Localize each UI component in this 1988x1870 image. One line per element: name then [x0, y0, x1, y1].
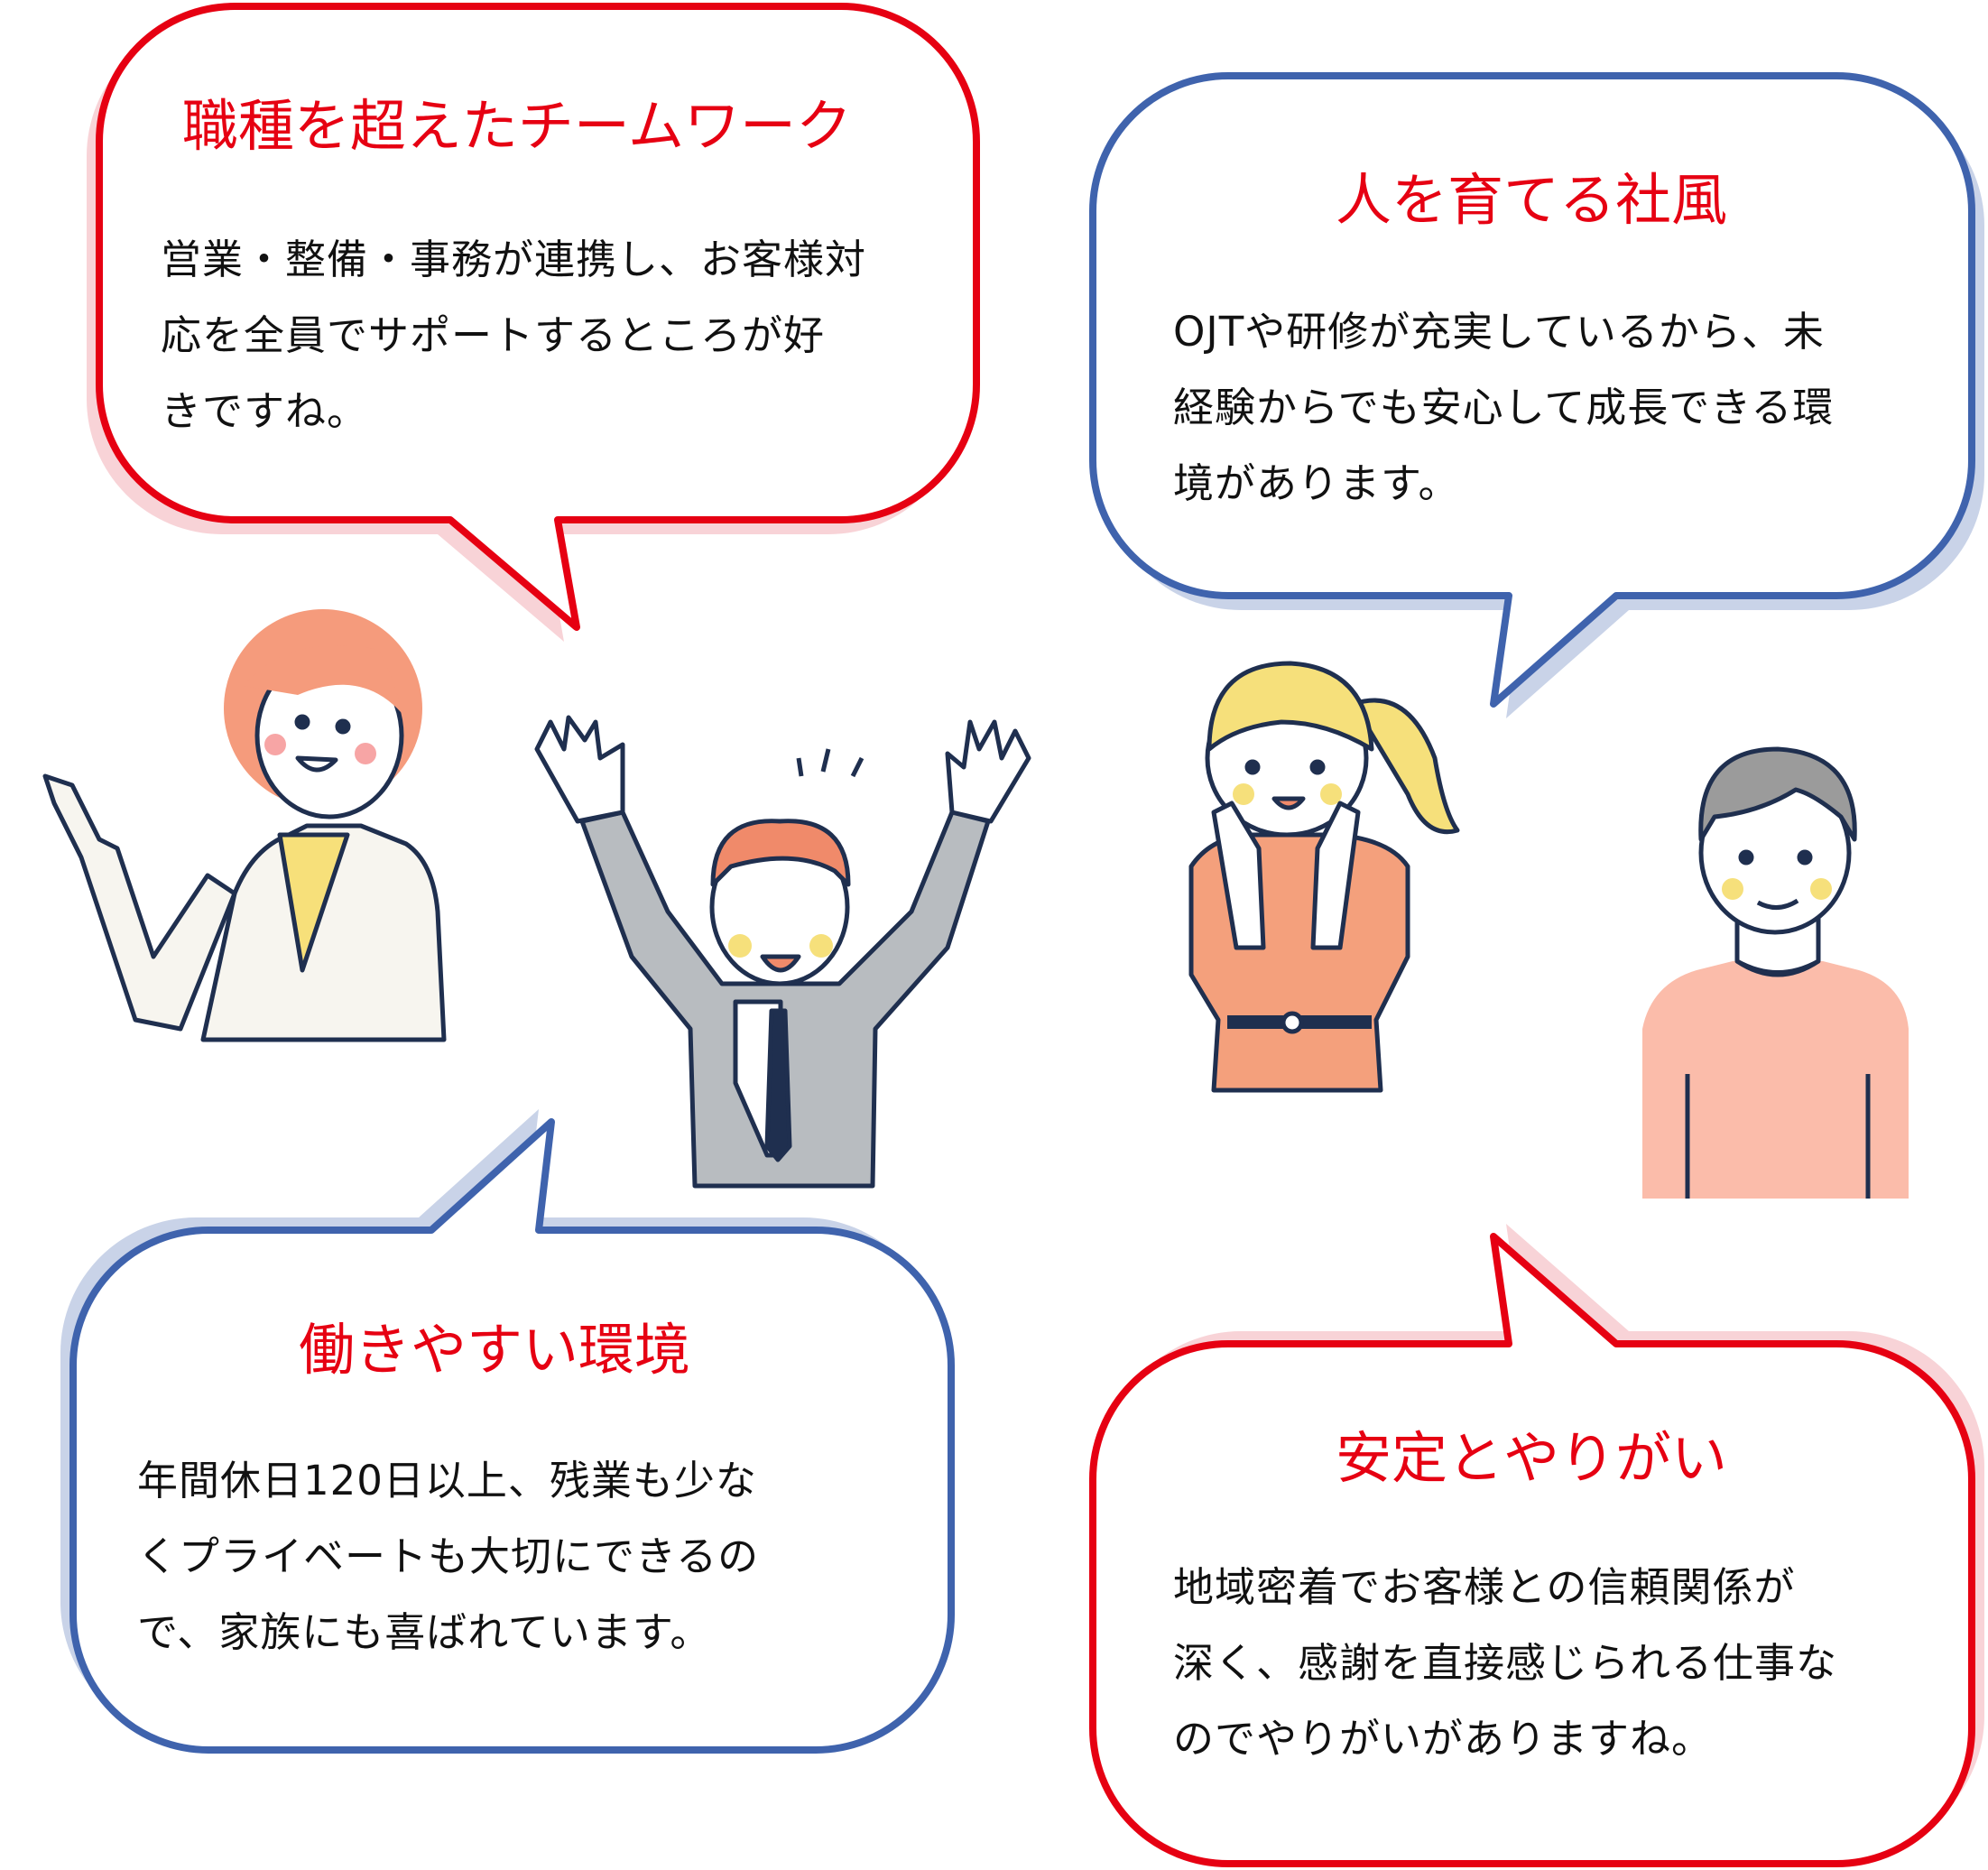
man-cheering-illustration	[534, 715, 1031, 1189]
bubble-text-stability: 地域密着でお客様との信頼関係が 深く、感謝を直接感じられる仕事な のでやりがいが…	[1173, 1550, 1837, 1777]
girl-delighted-illustration	[1188, 661, 1460, 1093]
speech-bubble-environment	[60, 1109, 955, 1754]
boy-smiling-illustration	[1642, 746, 1909, 1199]
woman-waving-illustration	[42, 609, 447, 1042]
text-line: 境があります。	[1173, 459, 1460, 507]
bubble-title-environment: 働きやすい環境	[298, 1317, 690, 1383]
speech-bubble-culture	[1089, 72, 1984, 718]
text-line: 経験からでも安心して成長できる環	[1173, 384, 1835, 431]
text-line: くプライベートも大切にできるの	[137, 1532, 760, 1580]
bubble-title-stability: 安定とやりがい	[1335, 1425, 1727, 1491]
text-line: 深く、感謝を直接感じられる仕事な	[1173, 1639, 1838, 1687]
text-line: きですね。	[161, 387, 369, 435]
text-line: のでやりがいがありますね。	[1173, 1715, 1714, 1763]
bubble-text-culture: OJTや研修が充実しているから、未 経験からでも安心して成長できる環 境がありま…	[1173, 294, 1834, 522]
text-line: で、家族にも喜ばれています。	[137, 1608, 712, 1656]
bubble-title-culture: 人を育てる社風	[1335, 167, 1727, 233]
bubble-text-teamwork: 営業・整備・事務が連携し、お客様対 応を全員でサポートするところが好 きですね。	[161, 222, 866, 449]
speech-bubble-stability	[1089, 1224, 1984, 1867]
bubble-title-teamwork: 職種を超えたチームワーク	[181, 93, 853, 159]
text-line: 年間休日120日以上、残業も少な	[137, 1457, 757, 1504]
text-line: OJTや研修が充実しているから、未	[1173, 308, 1825, 356]
speech-bubble-teamwork	[87, 3, 980, 642]
text-line: 応を全員でサポートするところが好	[161, 311, 826, 359]
bubble-text-environment: 年間休日120日以上、残業も少な くプライベートも大切にできるの で、家族にも喜…	[137, 1443, 759, 1671]
text-line: 営業・整備・事務が連携し、お客様対	[161, 236, 867, 283]
text-line: 地域密着でお客様との信頼関係が	[1173, 1563, 1796, 1611]
